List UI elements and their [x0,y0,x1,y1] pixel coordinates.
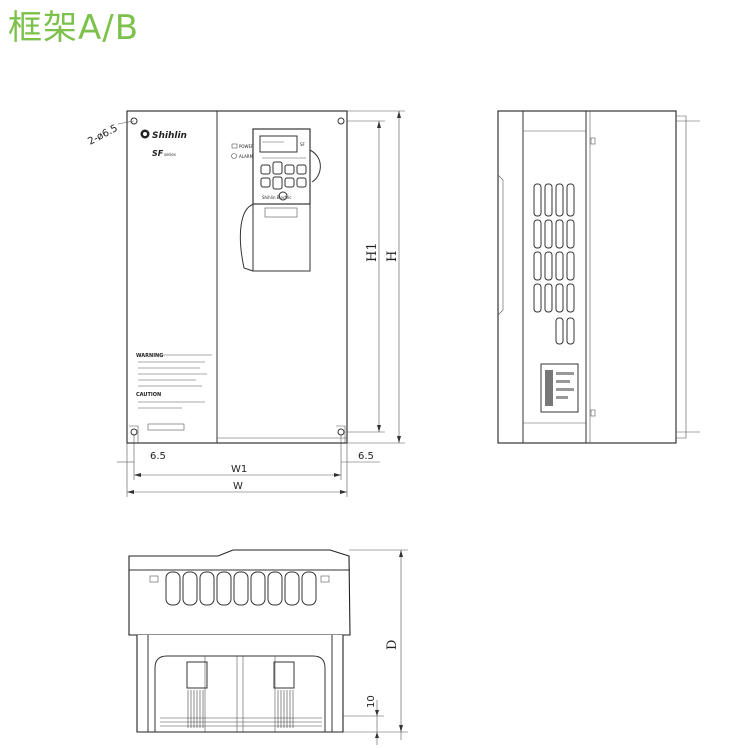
keypad-display [259,135,298,153]
led-indicators: POWER ALARM [231,143,254,159]
keypad-buttons [260,161,307,190]
dim-10-label: 10 [366,695,377,708]
keypad-cover-hinge [239,203,255,272]
warning-label: WARNING CAUTION [136,353,212,409]
side-view [497,110,700,444]
dim-h-label: H [385,251,400,262]
svg-text:WARNING: WARNING [136,353,163,359]
mount-hole-top-left-icon [130,117,138,125]
keypad-panel: SF Shihlin Electric [239,128,321,272]
height-dimensions: H1 H [347,110,405,444]
dim-w-label: W [233,481,243,492]
hole-spec-leader [117,120,135,125]
hole-spec-label: 2-ø6.5 [86,123,119,148]
svg-text:ALARM: ALARM [239,154,254,159]
heatsink-fan-right [273,661,295,689]
svg-text:Shihlin Electric: Shihlin Electric [262,195,292,200]
nameplate-slot [147,423,185,431]
svg-text:SF: SF [152,149,164,158]
bottom-feet [129,425,346,443]
side-rating-label [540,363,579,413]
bottom-vent-slots [165,571,317,606]
svg-text:Shihlin: Shihlin [152,131,187,141]
front-view: Shihlin SF series 2-ø6.5 POWER ALARM SF [86,110,405,497]
side-body-outline [497,110,677,444]
bottom-top-outline [128,549,351,636]
shihlin-logo: Shihlin SF series [140,129,187,158]
side-mount-bracket [676,115,687,439]
dim-w1-label: W1 [231,464,247,475]
bottom-view: D 10 [128,549,408,745]
keypad-cable [309,149,321,183]
dim-left-margin-label: 6.5 [150,451,166,462]
dim-d-label: D [385,640,400,650]
keypad-cover [252,204,311,272]
width-dimensions: 6.5 6.5 W1 W [117,435,380,497]
side-vent-slots [533,183,575,345]
heatsink-fan-shroud [154,655,326,732]
side-keypad-profile [497,174,504,316]
keypad-knob-icon [278,191,288,201]
svg-text:SF: SF [300,142,306,147]
depth-dimension: D 10 [343,549,408,745]
dim-h1-label: H1 [365,242,380,262]
svg-text:series: series [164,152,176,157]
heatsink-fan-left [186,661,208,689]
svg-text:POWER: POWER [239,144,254,149]
svg-text:CAUTION: CAUTION [136,392,161,398]
heatsink-fins [160,690,322,728]
page-title: 框架A/B [8,8,140,48]
heatsink-body [136,635,344,733]
mount-hole-top-right-icon [337,117,345,125]
dim-right-margin-label: 6.5 [358,451,374,462]
